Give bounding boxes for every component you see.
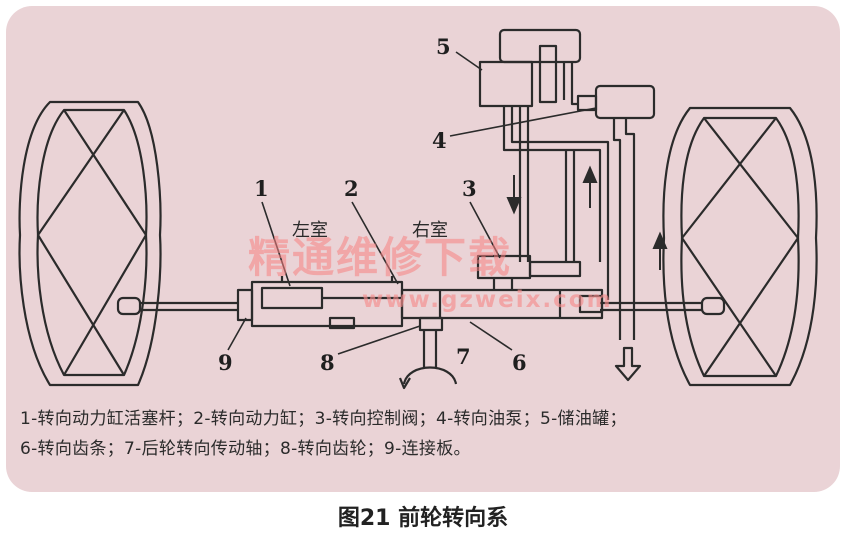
part-number-2: 2 — [344, 176, 359, 201]
down-flow-arrow — [506, 175, 522, 215]
leader-3 — [469, 201, 501, 259]
watermark-chinese: 精通维修下载 — [248, 233, 513, 282]
control-valve — [476, 254, 582, 290]
part-number-6: 6 — [512, 350, 527, 375]
legend-line-1: 1-转向动力缸活塞杆；2-转向动力缸；3-转向控制阀；4-转向油泵；5-储油罐； — [20, 409, 627, 429]
leader-1 — [261, 201, 291, 287]
legend-line-2: 6-转向齿条；7-后轮转向传动轴；8-转向齿轮；9-连接板。 — [20, 439, 471, 459]
left-tie-rod — [116, 296, 238, 316]
right-wheel — [662, 106, 818, 387]
leader-6 — [469, 321, 513, 351]
left-chamber-label: 左室 — [292, 220, 328, 241]
part-number-7: 7 — [456, 344, 471, 369]
watermark-url: www.gzweix.com — [362, 287, 613, 313]
figure-panel — [6, 6, 840, 492]
right-tie-rod — [600, 296, 726, 316]
power-cylinder — [236, 276, 604, 328]
part-number-4: 4 — [432, 128, 447, 153]
part-number-5: 5 — [436, 34, 451, 59]
up-flow-arrow-right — [652, 231, 668, 270]
part-number-3: 3 — [462, 176, 477, 201]
left-wheel — [18, 100, 162, 387]
hydraulic-lines — [502, 62, 636, 340]
part-number-9: 9 — [218, 350, 233, 375]
legend: 1-转向动力缸活塞杆；2-转向动力缸；3-转向控制阀；4-转向油泵；5-储油罐；… — [20, 404, 830, 464]
leader-4 — [449, 107, 597, 137]
leader-9 — [227, 317, 247, 351]
leader-5 — [455, 51, 483, 71]
steering-diagram — [18, 28, 818, 390]
up-flow-arrow — [582, 165, 598, 208]
return-flow-arrow — [614, 346, 642, 382]
oil-reservoir — [478, 28, 582, 108]
oil-pump — [576, 84, 656, 120]
right-chamber-label: 右室 — [412, 220, 448, 241]
part-number-1: 1 — [254, 176, 269, 201]
figure-caption: 图21 前轮转向系 — [337, 506, 509, 531]
steering-gear — [328, 316, 458, 390]
leader-2 — [351, 201, 399, 285]
part-number-8: 8 — [320, 350, 335, 375]
leader-8 — [337, 325, 421, 355]
